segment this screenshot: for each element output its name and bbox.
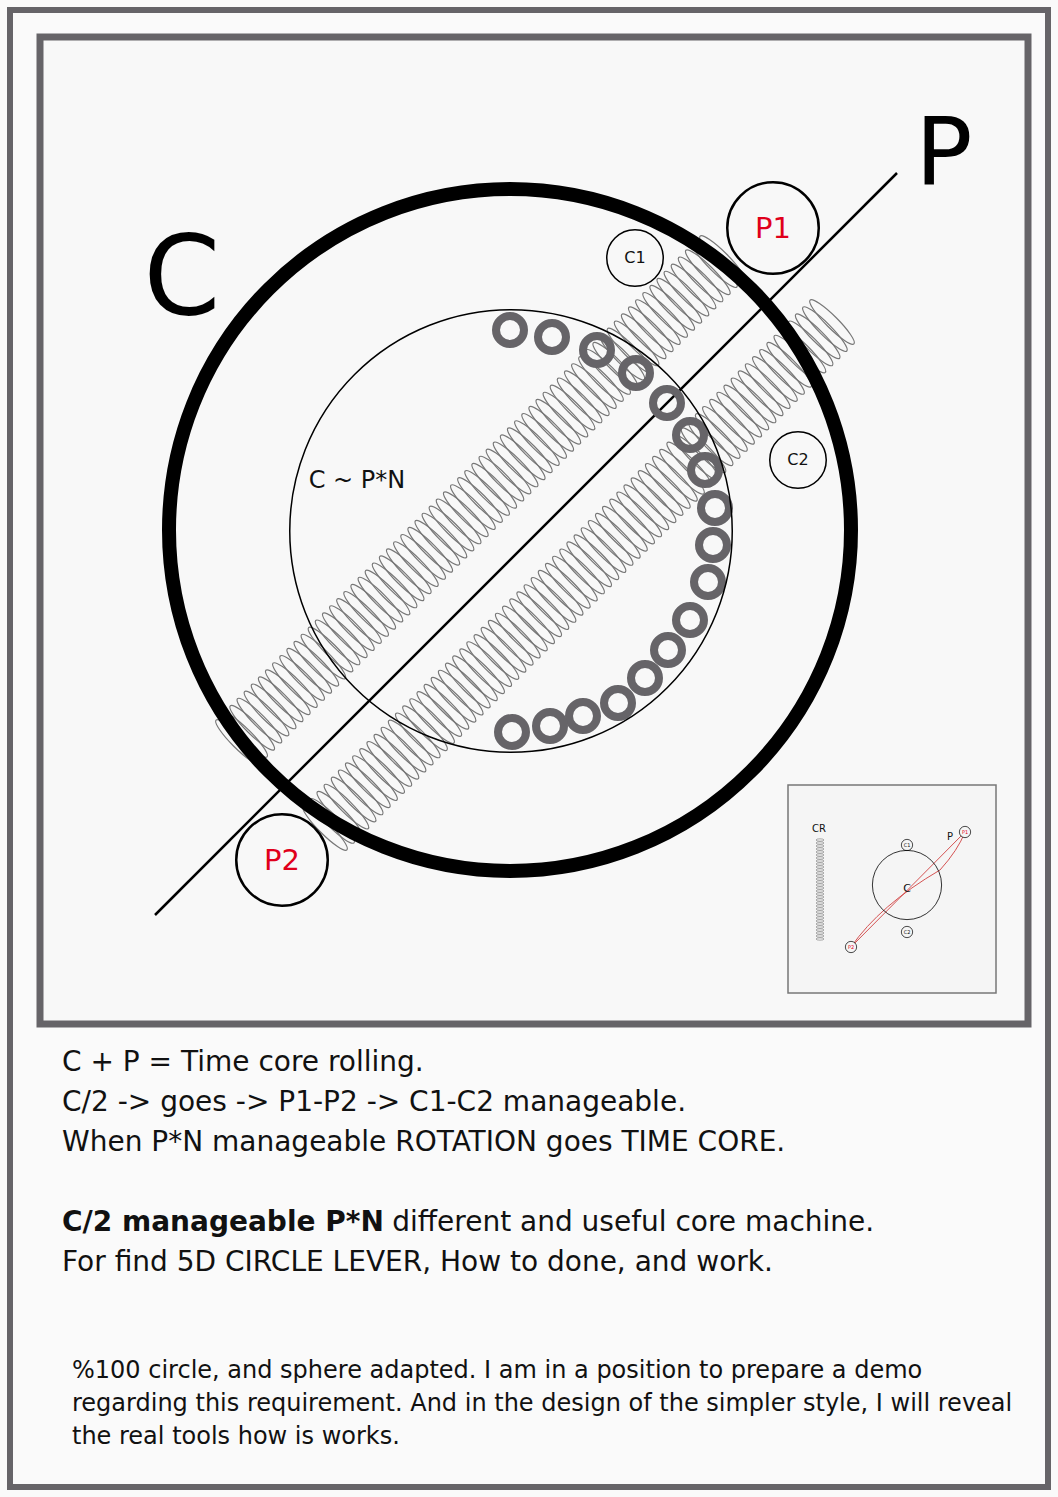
circle-node: P2: [845, 941, 857, 953]
coil-ring: [816, 911, 824, 913]
text-label: P: [915, 105, 972, 200]
circle-node: C1: [606, 229, 664, 287]
coil-ring: [816, 905, 824, 907]
coil-ring: [816, 857, 824, 859]
text-label: For find 5D CIRCLE LEVER, How to done, a…: [62, 1246, 773, 1278]
circle-shape: [290, 310, 733, 753]
coil-ring: [816, 860, 824, 862]
circle-node: C2: [901, 926, 913, 938]
coil-ring: [816, 932, 824, 934]
circle-shape: [236, 814, 328, 906]
circle-node: P1: [959, 826, 971, 838]
inset-red-lines: [851, 832, 965, 947]
node-label: C2: [904, 930, 911, 935]
circle-shape: [901, 926, 912, 937]
coil-ring: [799, 303, 851, 355]
coil-ring: [816, 917, 824, 919]
coil-ring: [816, 839, 824, 841]
coil-ring: [816, 935, 824, 937]
node-label: C: [903, 883, 911, 894]
coil-ring: [816, 902, 824, 904]
coil-ring: [816, 923, 824, 925]
ring-chain: [496, 316, 729, 746]
node-label: C1: [904, 843, 911, 848]
node-label: P1: [962, 830, 968, 835]
circle-shape: [845, 941, 856, 952]
coil-ring: [816, 854, 824, 856]
coil-ring: [816, 896, 824, 898]
circle-node: C: [872, 850, 942, 920]
coil-ring: [816, 881, 824, 883]
coil-ring: [816, 929, 824, 931]
circle-node: C ~ P*N: [289, 309, 733, 753]
circle-shape: [872, 850, 941, 919]
coil-ring: [816, 869, 824, 871]
node-label: P2: [848, 945, 854, 950]
text-line: C/2 manageable P*Ndifferent and useful c…: [62, 1206, 874, 1238]
circle-shape: [901, 839, 912, 850]
node-label: C: [144, 221, 221, 331]
circle-node: C1: [901, 839, 913, 851]
circle-node: C2: [769, 431, 827, 489]
coil-ring: [816, 875, 824, 877]
node-label: P1: [755, 214, 791, 243]
circle-node: CC1C ~ P*NC2: [162, 182, 858, 878]
text-label: C + P = Time core rolling.: [62, 1046, 424, 1078]
coil-ring: [816, 899, 824, 901]
circle-shape: [959, 826, 970, 837]
coil-ring: [816, 878, 824, 880]
inset-frame: [788, 785, 996, 993]
inset-coil: [816, 839, 824, 940]
circle-shape: [169, 189, 851, 871]
text-label: %100 circle, and sphere adapted. I am in…: [72, 1354, 1042, 1453]
circle-outline: [289, 309, 733, 753]
coil-ring: [806, 296, 858, 348]
text-label: C/2 manageable P*N: [62, 1205, 384, 1238]
coil-ring: [816, 866, 824, 868]
circle-shape: [770, 432, 827, 489]
coil-ring: [816, 938, 824, 940]
coil-ring: [816, 851, 824, 853]
circle-node: P1: [726, 181, 820, 275]
circle-shape: [607, 230, 664, 287]
circle-node: P2: [235, 813, 329, 907]
outer-frame: [10, 10, 1048, 1487]
node-label: C2: [787, 452, 808, 468]
coil-ring: [816, 845, 824, 847]
circle-outline: [162, 182, 858, 878]
coil-ring: [816, 842, 824, 844]
coil-ring: [816, 920, 824, 922]
coil-ring: [816, 887, 824, 889]
text-label: When P*N manageable ROTATION goes TIME C…: [62, 1126, 785, 1158]
coil-ring: [816, 926, 824, 928]
text-label: different and useful core machine.: [392, 1205, 874, 1238]
coil-ring: [816, 908, 824, 910]
coil-ring: [816, 872, 824, 874]
text-label: CR: [812, 824, 826, 834]
node-label: P2: [264, 846, 300, 875]
text-label: P: [947, 832, 953, 842]
coil-ring: [816, 863, 824, 865]
circle-shape: [727, 182, 819, 274]
node-label: C1: [624, 250, 645, 266]
coil-ring: [816, 893, 824, 895]
node-label: C ~ P*N: [309, 468, 406, 492]
coil-ring: [816, 890, 824, 892]
coil-ring: [816, 914, 824, 916]
coil-ring: [816, 884, 824, 886]
axis-line-p: [155, 173, 897, 915]
inner-frame: [40, 37, 1028, 1024]
coil-ring: [816, 848, 824, 850]
text-label: C/2 -> goes -> P1-P2 -> C1-C2 manageable…: [62, 1086, 686, 1118]
